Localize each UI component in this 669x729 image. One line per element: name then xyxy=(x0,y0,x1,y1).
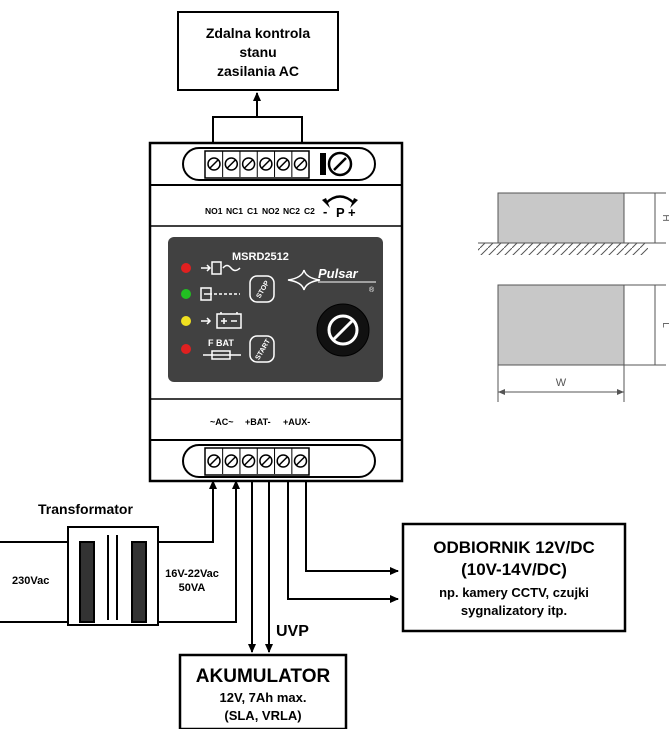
front-panel: MSRD2512 F BAT xyxy=(168,237,383,382)
receiver-line-3: np. kamery CCTV, czujki xyxy=(439,585,589,600)
transformer-output-line-1: 16V-22Vac xyxy=(165,568,219,580)
bottom-terminal-screw-slot-1 xyxy=(209,456,219,466)
output-icon xyxy=(200,287,240,301)
bottom-terminal-screw-slot-5 xyxy=(278,456,288,466)
remote-box-line-2: stanu xyxy=(239,44,276,60)
status-led-1 xyxy=(181,263,191,273)
dimension-sketch: H L W xyxy=(478,192,669,402)
receiver-line-1: ODBIORNIK 12V/DC xyxy=(433,538,595,557)
top-terminal-screw-slot-3 xyxy=(244,159,254,169)
top-terminal-screw-slot-1 xyxy=(209,159,219,169)
transformer-title: Transformator xyxy=(38,501,133,517)
start-button[interactable]: START xyxy=(249,335,275,363)
top-terminal-screw-slot-2 xyxy=(226,159,236,169)
registered-mark: ® xyxy=(369,286,375,294)
top-terminal-strip xyxy=(182,147,376,181)
bottom-terminal-screw-slot-6 xyxy=(295,456,306,466)
terminal-label-no2: NO2 xyxy=(262,206,280,216)
battery-line-2: 12V, 7Ah max. xyxy=(220,690,307,705)
transformer-output-line-2: 50VA xyxy=(179,582,206,594)
model-label: MSRD2512 xyxy=(232,251,289,263)
dimension-width-label: W xyxy=(556,377,567,389)
bottom-terminal-screw-slot-2 xyxy=(226,456,236,466)
receiver-line-2: (10V-14V/DC) xyxy=(461,560,567,579)
top-terminal-labels: NO1 NC1 C1 NO2 NC2 C2 - P + xyxy=(205,195,358,220)
pot-minus-label: - xyxy=(323,204,327,219)
dimension-height-bottom-label: L xyxy=(660,322,669,328)
battery-line-3: (SLA, VRLA) xyxy=(224,708,301,723)
top-terminal-screw-slot-6 xyxy=(295,159,306,169)
remote-box-line-3: zasilania AC xyxy=(217,63,299,79)
bottom-terminal-strip xyxy=(182,444,376,478)
bottom-terminal-labels: ~AC~ +BAT- +AUX- xyxy=(210,417,310,427)
top-terminal-screw-slot-5 xyxy=(278,159,288,169)
pot-p-label: P xyxy=(336,205,345,220)
pulsar-logo: Pulsar ® xyxy=(287,266,376,294)
wires xyxy=(0,480,399,653)
ac-group-label: ~AC~ xyxy=(210,417,234,427)
terminal-label-nc1: NC1 xyxy=(226,206,243,216)
aux-group-label: +AUX- xyxy=(283,417,310,427)
battery-line-1: AKUMULATOR xyxy=(196,666,331,687)
mains-icon xyxy=(201,261,241,275)
receiver-line-4: sygnalizatory itp. xyxy=(461,603,567,618)
fbat-label: F BAT xyxy=(208,338,234,348)
battery-status-icon xyxy=(201,312,242,329)
receiver-box: ODBIORNIK 12V/DC (10V-14V/DC) np. kamery… xyxy=(401,522,627,633)
brand-label: Pulsar xyxy=(318,266,359,281)
status-led-4 xyxy=(181,344,191,354)
remote-box-line-1: Zdalna kontrola xyxy=(206,25,310,41)
uvp-label: UVP xyxy=(276,623,309,640)
terminal-label-no1: NO1 xyxy=(205,206,223,216)
terminal-label-c1: C1 xyxy=(247,206,258,216)
bottom-terminal-screw-slot-3 xyxy=(244,456,254,466)
stop-button[interactable]: STOP xyxy=(249,275,275,303)
dimension-height-top-label: H xyxy=(660,214,669,221)
transformer-input-label: 230Vac xyxy=(12,575,49,587)
remote-wire xyxy=(212,92,303,148)
status-led-2 xyxy=(181,289,191,299)
terminal-label-c2: C2 xyxy=(304,206,315,216)
bat-group-label: +BAT- xyxy=(245,417,271,427)
pot-plus-label: + xyxy=(348,205,356,220)
remote-control-box: Zdalna kontrola stanu zasilania AC xyxy=(177,11,339,91)
top-terminal-screw-slot-4 xyxy=(261,159,271,169)
main-knob[interactable] xyxy=(316,303,370,357)
pot-arc-arrow-icon xyxy=(325,195,355,204)
transformer: Transformator 230Vac 16V-22Vac 50VA xyxy=(12,501,219,626)
terminal-label-nc2: NC2 xyxy=(283,206,300,216)
status-led-3 xyxy=(181,316,191,326)
battery-box: AKUMULATOR 12V, 7Ah max. (SLA, VRLA) xyxy=(178,653,348,729)
fuse-icon xyxy=(203,350,241,360)
bottom-terminal-screw-slot-4 xyxy=(261,456,271,466)
